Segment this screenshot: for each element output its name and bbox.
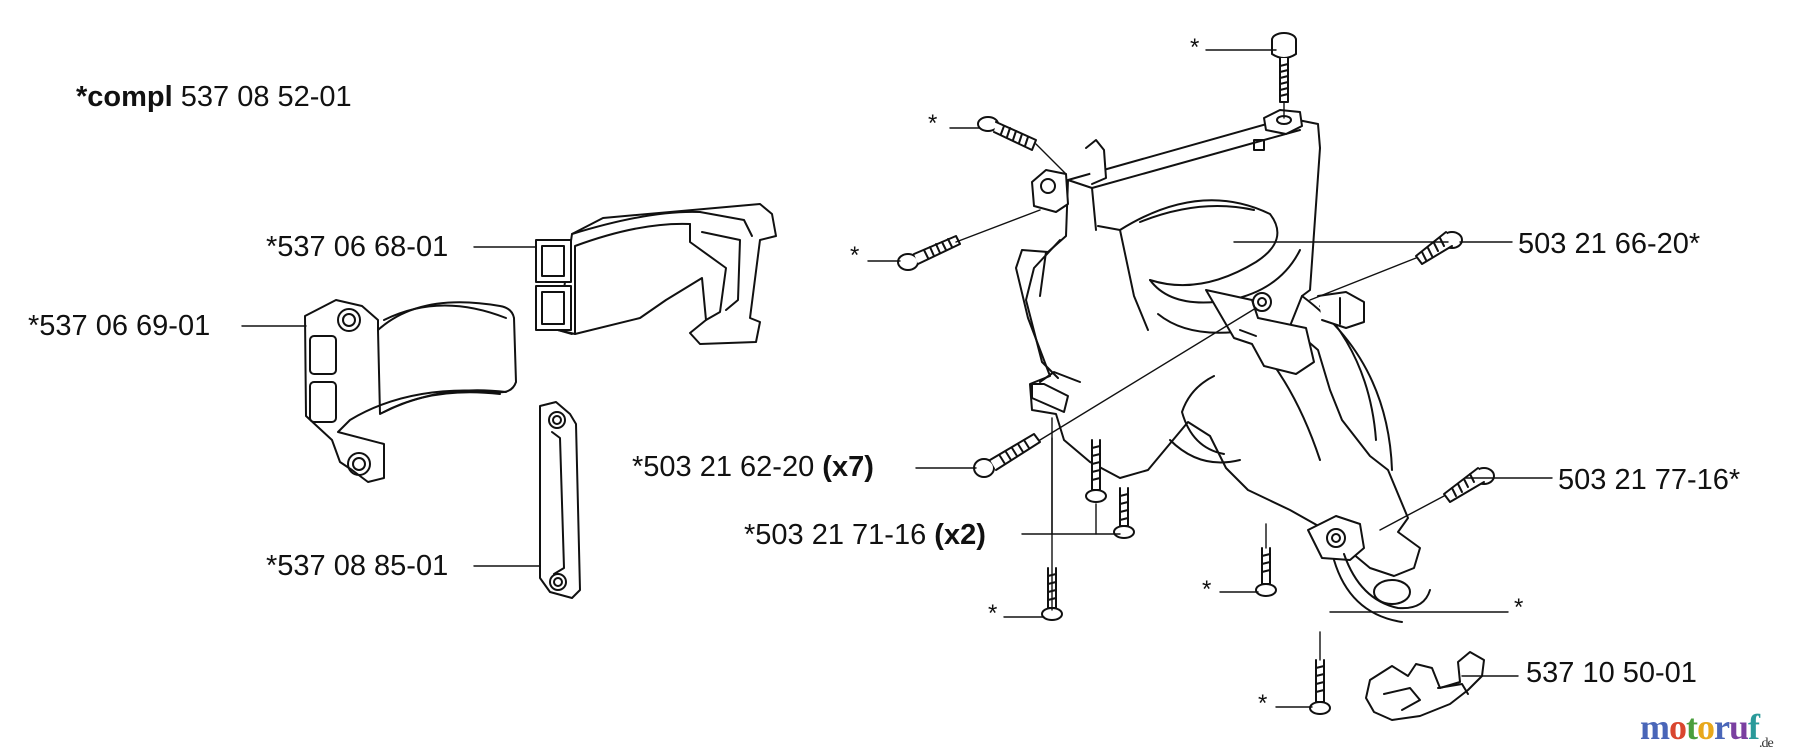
label-text: *503 21 62-20 [632, 451, 815, 483]
label-text: 537 10 50-01 [1526, 657, 1697, 689]
screw-top [1271, 32, 1297, 103]
label-text: *537 06 69-01 [28, 310, 211, 342]
label-503-21-62-20: *503 21 62-20 (x7) [632, 452, 874, 482]
screw-right-lower [1443, 467, 1495, 503]
screw-bottom [1309, 659, 1331, 715]
label-text: 503 21 66-20* [1518, 228, 1701, 260]
label-text: 503 21 77-16* [1558, 464, 1741, 496]
label-537-10-50-01: 537 10 50-01 [1526, 658, 1697, 688]
asterisk-marker: * [1202, 576, 1212, 603]
gasket-part [304, 299, 517, 483]
label-text: *503 21 71-16 [744, 519, 927, 551]
screw-left [897, 235, 961, 271]
screw-right-upper [1415, 231, 1463, 265]
leader-lines [241, 49, 1553, 708]
label-quantity: (x2) [934, 519, 986, 551]
label-503-21-77-16: 503 21 77-16* [1558, 465, 1740, 495]
label-text: *537 08 85-01 [266, 550, 449, 582]
motoruf-logo: motoruf.de [1640, 707, 1774, 752]
label-537-06-69-01: *537 06 69-01 [28, 311, 210, 341]
screw-upper-left [977, 116, 1037, 151]
clip-part [1365, 651, 1485, 721]
asterisk-marker: * [1258, 690, 1268, 717]
screw-long [973, 433, 1041, 478]
label-537-06-68-01: *537 06 68-01 [266, 232, 448, 262]
asterisk-marker: * [1514, 594, 1524, 621]
screw-bottom-middle [1255, 547, 1277, 597]
housing-part [1015, 109, 1431, 623]
asterisk-marker: * [928, 110, 938, 137]
label-503-21-71-16: *503 21 71-16 (x2) [744, 520, 986, 550]
title-number: 537 08 52-01 [180, 81, 352, 113]
assembly-title: *compl 537 08 52-01 [76, 82, 352, 112]
asterisk-marker: * [988, 600, 998, 627]
title-prefix: *compl [76, 81, 173, 113]
label-537-08-85-01: *537 08 85-01 [266, 551, 448, 581]
screw-pair [1085, 439, 1135, 539]
asterisk-marker: * [850, 242, 860, 269]
label-text: *537 06 68-01 [266, 231, 449, 263]
label-quantity: (x7) [822, 451, 874, 483]
label-503-21-66-20: 503 21 66-20* [1518, 229, 1700, 259]
adapter-part [535, 203, 777, 345]
gasket-strip-part [539, 401, 581, 599]
asterisk-marker: * [1190, 34, 1200, 61]
